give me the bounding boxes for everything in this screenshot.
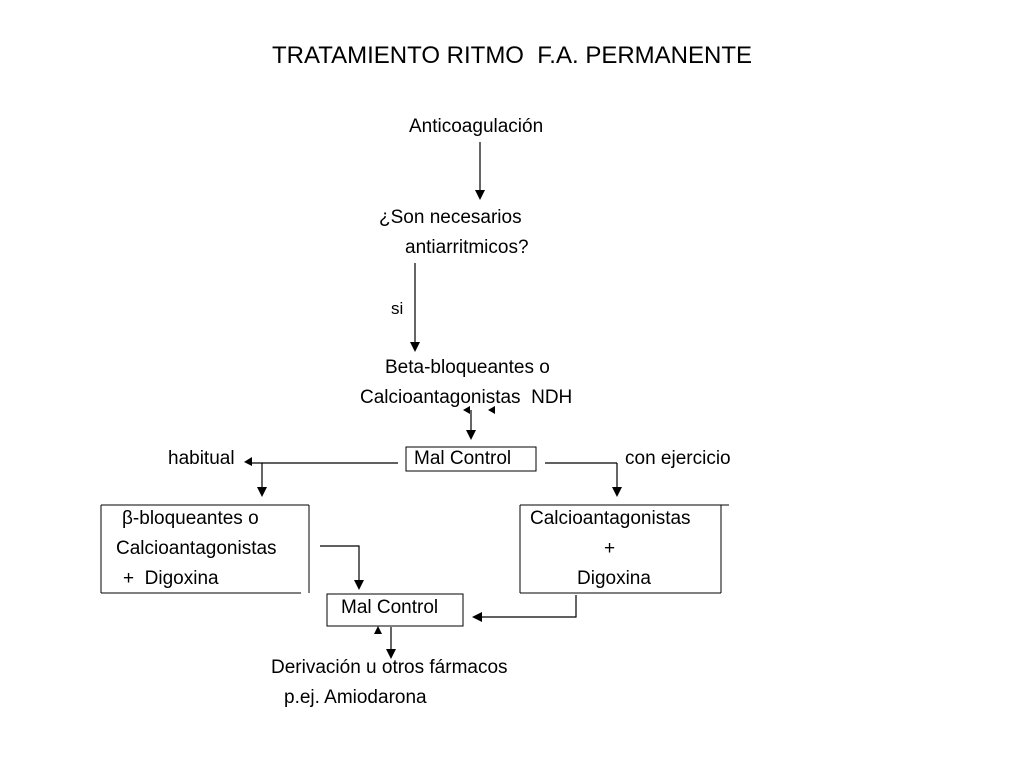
right-box-line3: Digoxina xyxy=(577,568,651,589)
label-habitual: habitual xyxy=(168,448,235,469)
right-box-line2: + xyxy=(604,538,616,559)
node-derivacion-line1: Derivación u otros fármacos xyxy=(271,657,508,678)
node-mal-control-2: Mal Control xyxy=(341,597,439,618)
label-con-ejercicio: con ejercicio xyxy=(625,448,731,469)
arrowhead-small-2 xyxy=(488,406,495,414)
mal-control-2-box xyxy=(326,593,464,627)
right-box-line1: Calcioantagonistas xyxy=(530,508,691,529)
arrow-leftbox-to-malcontrol2 xyxy=(320,545,364,590)
node-mal-control-1: Mal Control xyxy=(414,448,512,469)
mal-control-1-box xyxy=(405,446,537,472)
node-question-line2: antiarritmicos? xyxy=(405,237,529,258)
arrowhead-small-1 xyxy=(463,406,470,414)
arrowhead-small-3 xyxy=(374,626,382,634)
arrow-rightbox-to-malcontrol2 xyxy=(472,595,577,622)
node-anticoagulacion: Anticoagulación xyxy=(409,116,544,137)
node-betabloq-line1: Beta-bloqueantes o xyxy=(385,357,550,378)
arrowhead-habitual xyxy=(244,457,252,466)
edge-label-si: si xyxy=(391,299,404,318)
left-box-line3: + Digoxina xyxy=(123,568,219,589)
node-betabloq-line2: Calcioantagonistas NDH xyxy=(360,387,573,408)
page-title: TRATAMIENTO RITMO F.A. PERMANENTE xyxy=(271,42,753,69)
node-derivacion-line2: p.ej. Amiodarona xyxy=(284,687,427,708)
left-box-line2: Calcioantagonistas xyxy=(116,538,277,559)
node-question-line1: ¿Son necesarios xyxy=(379,207,522,228)
left-box-line1: β-bloqueantes o xyxy=(122,508,259,529)
